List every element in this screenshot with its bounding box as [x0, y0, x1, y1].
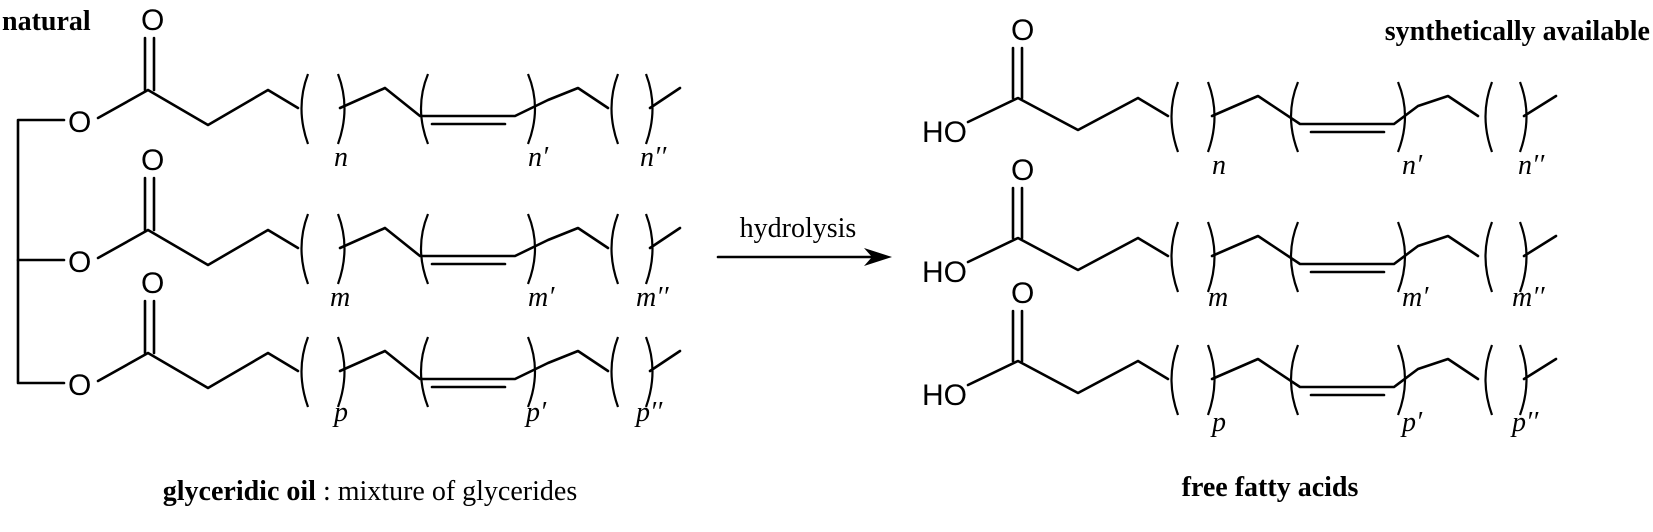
subscript-m: m [330, 282, 350, 313]
carbonyl-oxygen: O [141, 267, 164, 300]
left-caption: glyceridic oil : mixture of glycerides [163, 476, 577, 507]
subscript-n-prime: n′ [1402, 150, 1423, 181]
right-caption: free fatty acids [1182, 472, 1359, 503]
glyceride-chain-1: O O n n′ n′′ [68, 4, 682, 173]
subscript-p-prime: p′ [524, 397, 547, 428]
ester-oxygen: O [68, 369, 91, 402]
subscript-m-double-prime: m′′ [636, 282, 669, 313]
subscript-n-double-prime: n′′ [1518, 150, 1545, 181]
ester-oxygen: O [68, 246, 91, 279]
subscript-n: n [334, 142, 348, 173]
subscript-m-prime: m′ [528, 282, 555, 313]
synthetic-label: synthetically available [1385, 16, 1650, 47]
arrow-label: hydrolysis [740, 213, 857, 244]
carbonyl-oxygen: O [141, 4, 164, 37]
carbonyl-oxygen: O [1011, 154, 1034, 187]
fatty-acid-3: HO O p p′ p′′ [922, 277, 1558, 438]
ester-oxygen: O [68, 106, 91, 139]
fatty-acid-1: HO O n n′ n′′ [922, 14, 1558, 181]
carbonyl-oxygen: O [1011, 14, 1034, 47]
subscript-p-double-prime: p′′ [1510, 407, 1539, 438]
glyceride-chain-2: O O m m′ m′′ [68, 144, 682, 313]
natural-label: natural [2, 6, 91, 37]
subscript-n-prime: n′ [528, 142, 549, 173]
left-caption-rest: : mixture of glycerides [316, 476, 577, 507]
subscript-p-double-prime: p′′ [634, 397, 663, 428]
reaction-arrow: hydrolysis [716, 213, 892, 266]
subscript-p: p [1210, 407, 1226, 438]
subscript-m-double-prime: m′′ [1512, 282, 1545, 313]
hydroxyl-group: HO [922, 379, 967, 412]
carbonyl-oxygen: O [141, 144, 164, 177]
hydroxyl-group: HO [922, 256, 967, 289]
subscript-p: p [332, 397, 348, 428]
subscript-m: m [1208, 282, 1228, 313]
subscript-m-prime: m′ [1402, 282, 1429, 313]
fatty-acid-2: HO O m m′ m′′ [922, 154, 1558, 313]
hydroxyl-group: HO [922, 116, 967, 149]
glycerol-backbone [16, 118, 66, 385]
glyceride-chain-3: O O p p′ p′′ [68, 267, 682, 428]
subscript-n-double-prime: n′′ [640, 142, 667, 173]
left-caption-bold: glyceridic oil [163, 476, 316, 507]
subscript-p-prime: p′ [1400, 407, 1423, 438]
subscript-n: n [1212, 150, 1226, 181]
carbonyl-oxygen: O [1011, 277, 1034, 310]
